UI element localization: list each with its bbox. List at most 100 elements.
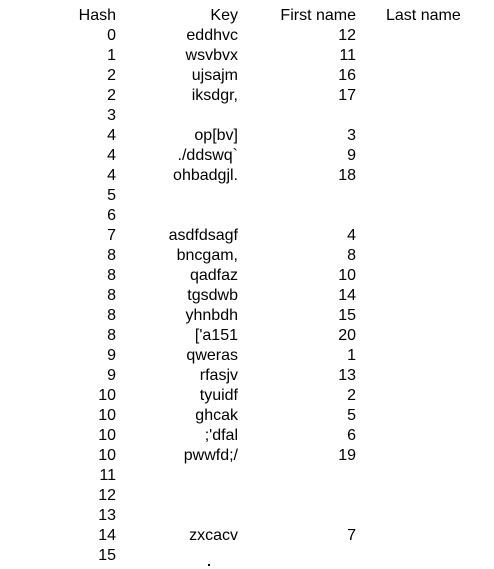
cell-hash: 2 [107,87,116,104]
cell-hash: 10 [98,407,116,424]
cell-hash: 10 [98,427,116,444]
cell-hash: 4 [107,167,116,184]
cell-key: tyuidf [199,387,238,404]
cell-key: ./ddswq` [177,147,238,164]
table-row: 9 rfasjv 13 [0,366,356,386]
table-row: 5 [0,186,116,206]
column-header-hash: Hash [78,7,116,24]
cell-key: wsvbvx [185,47,238,64]
cell-first-name: 19 [338,447,356,464]
cell-first-name: 8 [347,247,356,264]
cell-first-name: 10 [338,267,356,284]
cell-hash: 10 [98,387,116,404]
cell-first-name: 20 [338,327,356,344]
cell-key: qadfaz [189,267,238,284]
cell-key: ghcak [195,407,238,424]
cell-first-name: 13 [338,367,356,384]
table-row: 4 op[bv] 3 [0,126,356,146]
table-row: 8 qadfaz 10 [0,266,356,286]
cell-hash: 8 [107,327,116,344]
table-row: 13 [0,506,116,526]
table-row: 4 ohbadgjl. 18 [0,166,356,186]
cell-first-name: 16 [338,67,356,84]
table-row: 8 bncgam, 8 [0,246,356,266]
cell-key: rfasjv [199,367,238,384]
cell-hash: 8 [107,287,116,304]
cell-key: eddhvc [186,27,238,44]
column-header-key: Key [210,7,238,24]
column-header-first-name: First name [280,7,356,24]
cell-hash: 13 [98,507,116,524]
cell-key: op[bv] [194,127,238,144]
cell-hash: 15 [98,547,116,564]
table-row: 10 pwwfd;/ 19 [0,446,356,466]
table-row: 4 ./ddswq` 9 [0,146,356,166]
cell-hash: 7 [107,227,116,244]
cell-key: pwwfd;/ [183,447,238,464]
cell-key: yhnbdh [185,307,239,324]
table-header: Hash Key First name Last name [0,6,461,26]
column-header-last-name: Last name [386,7,461,24]
cell-hash: 8 [107,307,116,324]
cell-hash: 3 [107,107,116,124]
cell-first-name: 5 [347,407,356,424]
cell-key: ;'dfal [204,427,238,444]
table-row: 3 [0,106,116,126]
cell-hash: 8 [107,267,116,284]
table-row: 1 wsvbvx 11 [0,46,356,66]
cell-key: zxcacv [189,527,238,544]
cell-first-name: 14 [338,287,356,304]
cell-hash: 10 [98,447,116,464]
cell-hash: 4 [107,127,116,144]
cell-hash: 5 [107,187,116,204]
table-row: 8 ['a151 20 [0,326,356,346]
table-row: 6 [0,206,116,226]
table-row: 2 ujsajm 16 [0,66,356,86]
table-row: 10 ;'dfal 6 [0,426,356,446]
cell-first-name: 15 [338,307,356,324]
stray-dot [208,564,210,566]
table-row: 8 tgsdwb 14 [0,286,356,306]
cell-key: ohbadgjl. [173,167,238,184]
cell-first-name: 17 [338,87,356,104]
cell-key: bncgam, [176,247,238,264]
table-row: 12 [0,486,116,506]
cell-hash: 4 [107,147,116,164]
cell-first-name: 7 [347,527,356,544]
table-row: 14 zxcacv 7 [0,526,356,546]
table-row: 0 eddhvc 12 [0,26,356,46]
cell-key: iksdgr, [191,87,238,104]
cell-hash: 9 [107,347,116,364]
cell-hash: 6 [107,207,116,224]
cell-first-name: 6 [347,427,356,444]
cell-hash: 12 [98,487,116,504]
cell-key: ['a151 [194,327,238,344]
cell-hash: 8 [107,247,116,264]
table-row: 10 ghcak 5 [0,406,356,426]
cell-first-name: 12 [338,27,356,44]
cell-first-name: 2 [347,387,356,404]
cell-key: ujsajm [191,67,238,84]
table-row: 2 iksdgr, 17 [0,86,356,106]
cell-first-name: 18 [338,167,356,184]
cell-key: tgsdwb [187,287,238,304]
table-row: 8 yhnbdh 15 [0,306,356,326]
cell-first-name: 9 [347,147,356,164]
table-row: 10 tyuidf 2 [0,386,356,406]
cell-key: qweras [186,347,238,364]
cell-first-name: 11 [339,47,356,64]
cell-hash: 2 [107,67,116,84]
table-body: 0 eddhvc 12 1 wsvbvx 11 2 ujsajm 16 2 iksdgr, 17 3 4 o… [0,26,356,566]
cell-hash: 14 [98,527,116,544]
cell-hash: 11 [99,467,116,484]
cell-first-name: 3 [347,127,356,144]
cell-hash: 1 [107,47,116,64]
cell-hash: 0 [107,27,116,44]
table-row: 11 [0,466,116,486]
table-row: 15 [0,546,116,566]
cell-first-name: 4 [347,227,356,244]
cell-hash: 9 [107,367,116,384]
